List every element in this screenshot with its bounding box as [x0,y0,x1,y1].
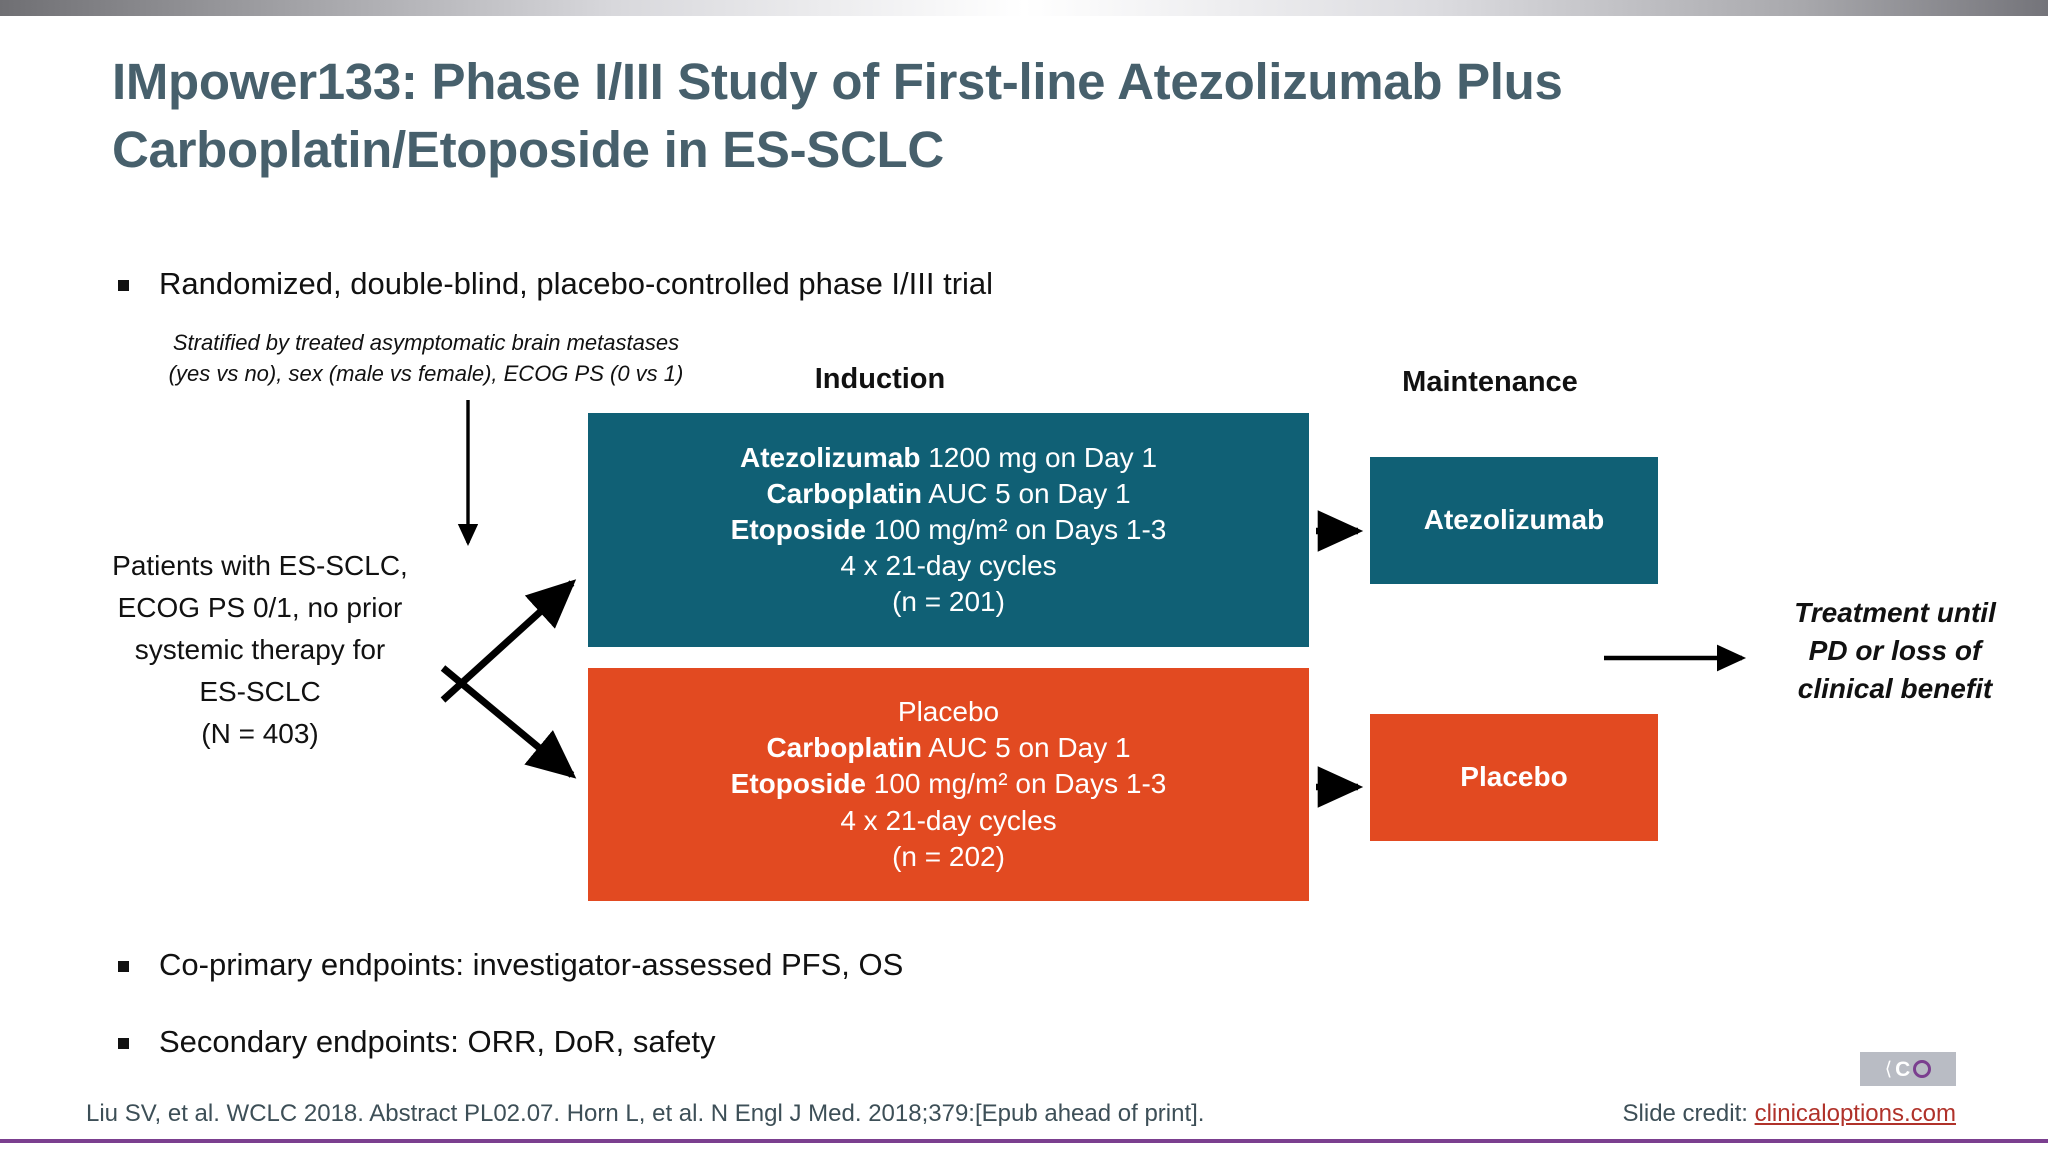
drug-dose: 100 mg/m² on Days 1-3 [866,513,1167,545]
treatment-until-line-3: clinical benefit [1797,672,1993,704]
patient-population: Patients with ES-SCLC, ECOG PS 0/1, no p… [70,545,450,755]
drug-name: Placebo [897,696,1000,728]
induction-placebo-cycles: 4 x 21-day cycles [840,804,1057,836]
logo-circle-o-icon [1913,1060,1932,1078]
induction-arm-placebo-box: Placebo Carboplatin AUC 5 on Day 1 Etopo… [588,668,1309,901]
maintenance-arm-atezolizumab-box: Atezolizumab [1370,457,1658,584]
population-line-3: systemic therapy for [134,634,386,665]
induction-atezo-line-3: Etoposide 100 mg/m² on Days 1-3 [731,512,1167,548]
bullet-square-icon [118,280,129,291]
drug-name: Carboplatin [766,477,922,509]
top-decorative-strip [0,0,2048,16]
stratification-line-2: (yes vs no), sex (male vs female), ECOG … [168,361,684,387]
drug-dose: 1200 mg on Day 1 [920,441,1158,473]
clinicaloptions-link[interactable]: clinicaloptions.com [1754,1100,1956,1127]
induction-atezo-line-1: Atezolizumab 1200 mg on Day 1 [740,440,1157,476]
slide-credit: Slide credit: clinicaloptions.com [1623,1100,1956,1128]
drug-dose: 100 mg/m² on Days 1-3 [866,768,1167,800]
drug-name: Atezolizumab [739,441,921,473]
population-line-2: ECOG PS 0/1, no prior [117,592,403,623]
page-title: IMpower133: Phase I/III Study of First-l… [112,53,1563,178]
treatment-until-line-1: Treatment until [1794,597,1996,628]
logo-paren-icon: ⟨ [1884,1058,1893,1080]
slide-credit-label: Slide credit: [1622,1100,1755,1127]
induction-placebo-line-3: Etoposide 100 mg/m² on Days 1-3 [731,766,1167,802]
population-total-n: (N = 403) [201,718,319,749]
column-header-induction: Induction [814,363,946,395]
footer-divider [0,1139,2048,1143]
induction-atezo-line-2: Carboplatin AUC 5 on Day 1 [766,476,1130,512]
drug-name: Etoposide [730,768,866,800]
bullet-square-icon [118,961,129,972]
split-arrow-to-placebo [440,665,577,779]
clinical-options-logo: ⟨ C [1860,1052,1956,1086]
bullet-text: Secondary endpoints: ORR, DoR, safety [159,1024,716,1059]
induction-placebo-line-1: Placebo [898,694,999,730]
induction-atezo-cycles: 4 x 21-day cycles [840,550,1057,582]
drug-dose: AUC 5 on Day 1 [922,477,1131,509]
drug-name: Carboplatin [766,732,922,764]
induction-arm-atezolizumab-box: Atezolizumab 1200 mg on Day 1 Carboplati… [588,413,1309,647]
column-header-maintenance: Maintenance [1402,366,1578,398]
bullet-text: Co-primary endpoints: investigator-asses… [159,947,904,982]
bullet-text: Randomized, double-blind, placebo-contro… [159,266,994,301]
stratification-note: Stratified by treated asymptomatic brain… [96,327,756,389]
induction-placebo-line-2: Carboplatin AUC 5 on Day 1 [766,730,1130,766]
drug-dose: AUC 5 on Day 1 [922,732,1131,764]
maintenance-arm-placebo-box: Placebo [1370,714,1658,841]
citation-text: Liu SV, et al. WCLC 2018. Abstract PL02.… [86,1100,1205,1127]
population-line-4: ES-SCLC [199,676,321,707]
induction-placebo-n: (n = 202) [892,840,1005,872]
logo-letter-c: C [1895,1057,1911,1081]
bullet-secondary-endpoints: Secondary endpoints: ORR, DoR, safety [118,1024,716,1060]
bullet-coprimary-endpoints: Co-primary endpoints: investigator-asses… [118,947,903,983]
treatment-until-line-2: PD or loss of [1808,634,1982,666]
treatment-until-note: Treatment until PD or loss of clinical b… [1750,594,2040,707]
induction-atezo-n: (n = 201) [892,586,1005,618]
drug-name: Etoposide [730,513,866,545]
split-arrow-to-atezolizumab [440,579,577,703]
population-line-1: Patients with ES-SCLC, [112,550,408,581]
bullet-square-icon [118,1038,129,1049]
bullet-study-design: Randomized, double-blind, placebo-contro… [118,266,993,302]
stratification-line-1: Stratified by treated asymptomatic brain… [172,330,680,355]
